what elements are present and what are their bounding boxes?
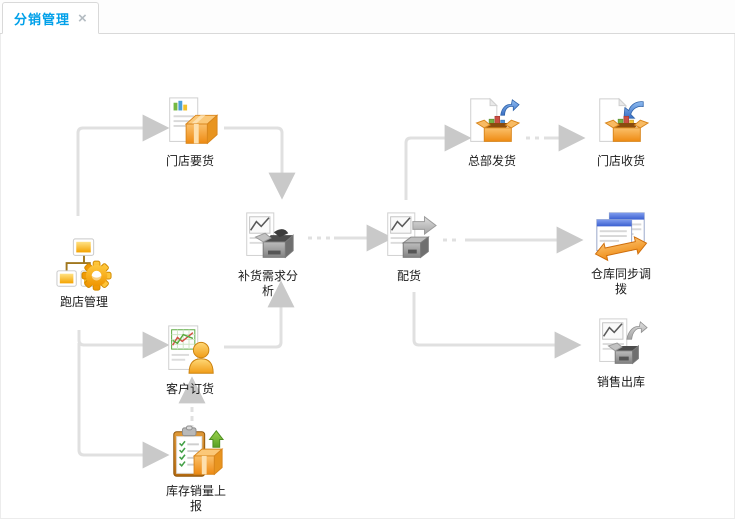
clipboard-box-up-arrow-icon <box>167 425 225 483</box>
doc-package-icon <box>161 95 219 153</box>
node-sales-outbound[interactable]: 销售出库 <box>585 316 657 390</box>
node-label: 补货需求分析 <box>237 269 298 298</box>
doc-open-box-arrow-out-icon <box>463 95 521 153</box>
node-label: 跑店管理 <box>59 295 108 309</box>
org-chart-gear-icon <box>55 236 113 294</box>
node-customer-order[interactable]: 客户订货 <box>154 323 226 397</box>
doc-open-box-arrow-in-icon <box>592 95 650 153</box>
tab-distribution-management[interactable]: 分销管理 × <box>2 2 99 34</box>
tab-bar: 分销管理 × <box>0 0 735 34</box>
node-run-store-management[interactable]: 跑店管理 <box>48 236 120 310</box>
node-hq-shipment[interactable]: 总部发货 <box>456 95 528 169</box>
node-label: 仓库同步调拨 <box>590 267 651 296</box>
node-store-receiving[interactable]: 门店收货 <box>585 95 657 169</box>
tables-sync-arrow-icon <box>592 208 650 266</box>
chart-doc-box-arrow-up-icon <box>592 316 650 374</box>
tab-label: 分销管理 <box>14 11 71 27</box>
node-distribution[interactable]: 配货 <box>373 210 445 284</box>
node-label: 客户订货 <box>165 382 214 396</box>
node-label: 门店收货 <box>596 154 645 168</box>
chart-doc-box-arrow-right-icon <box>380 210 438 268</box>
chart-doc-open-box-icon <box>239 210 297 268</box>
chart-doc-person-icon <box>161 323 219 381</box>
node-inventory-sales-report[interactable]: 库存销量上报 <box>160 425 232 514</box>
node-warehouse-sync-transfer[interactable]: 仓库同步调拨 <box>585 208 657 297</box>
node-store-requisition[interactable]: 门店要货 <box>154 95 226 169</box>
node-label: 总部发货 <box>467 154 516 168</box>
node-label: 库存销量上报 <box>165 484 226 513</box>
node-replenishment-analysis[interactable]: 补货需求分析 <box>232 210 304 299</box>
tab-close-icon[interactable]: × <box>78 9 87 27</box>
node-label: 销售出库 <box>596 375 645 389</box>
node-label: 配货 <box>396 269 421 283</box>
node-label: 门店要货 <box>165 154 214 168</box>
